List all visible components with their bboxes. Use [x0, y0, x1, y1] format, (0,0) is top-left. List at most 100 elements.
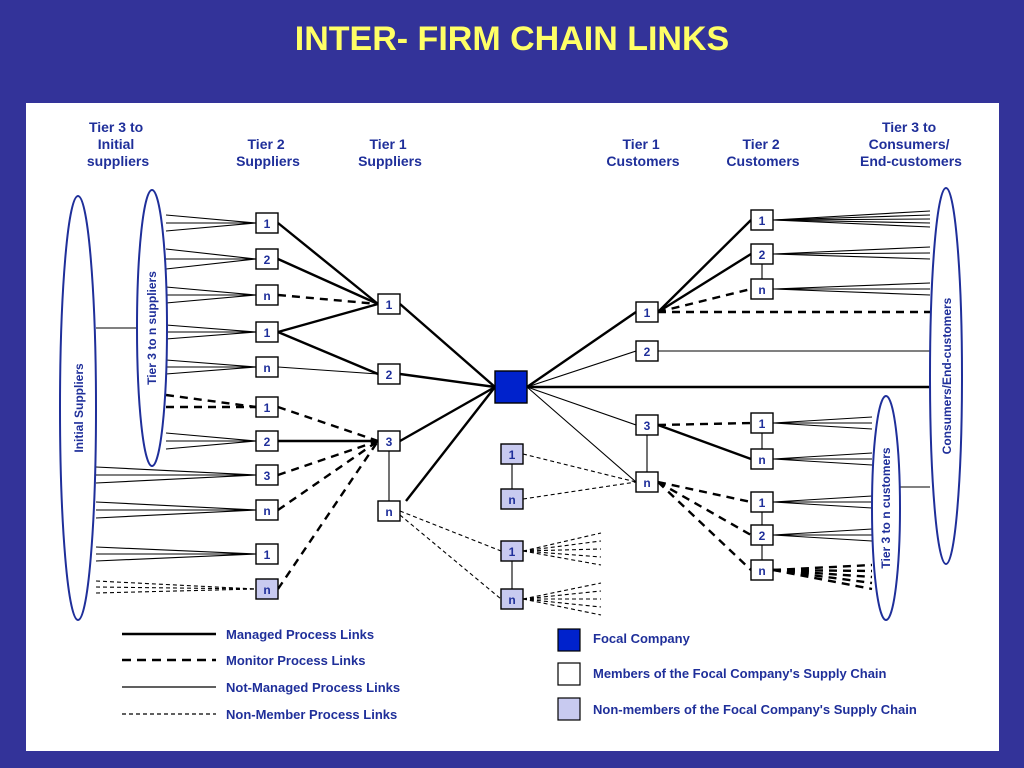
link-line	[95, 501, 257, 511]
tier2-customer-nodes: 1 2 n 1 n 1 2 n	[750, 209, 774, 581]
link-line	[165, 366, 257, 375]
link-line	[526, 386, 637, 426]
link-line	[95, 553, 257, 562]
legend-label-non-member: Non-members of the Focal Company's Suppl…	[593, 702, 917, 717]
link-line	[277, 405, 379, 443]
node-box	[750, 209, 774, 231]
link-line	[165, 258, 257, 270]
node-box	[255, 248, 279, 270]
node-box	[255, 464, 279, 486]
header-tier3-initial-suppliers: Tier 3 to Initial suppliers	[87, 119, 149, 169]
link-line	[772, 528, 873, 536]
legend-label-focal: Focal Company	[593, 631, 691, 646]
node-label: 1	[386, 298, 393, 312]
tier1-supplier-nodes: 1 2 3 n	[377, 293, 401, 522]
legend-label-monitor: Monitor Process Links	[226, 653, 365, 668]
node-label: 1	[759, 496, 766, 510]
link-line	[399, 514, 502, 600]
node-label: 1	[644, 306, 651, 320]
link-line	[399, 303, 496, 388]
link-line	[95, 509, 257, 519]
link-line	[522, 550, 602, 566]
link-line	[277, 440, 379, 511]
node-box	[750, 412, 774, 434]
link-line	[772, 253, 931, 260]
link-line	[522, 598, 602, 616]
header-tier1-customers: Tier 1 Customers	[606, 136, 679, 169]
link-line	[522, 550, 602, 558]
ellipse-label-initial-suppliers: Initial Suppliers	[72, 363, 86, 453]
link-line	[522, 582, 602, 600]
node-label: 2	[264, 435, 271, 449]
link-line	[772, 288, 931, 296]
link-line	[165, 286, 257, 296]
non-member-center-nodes: 1 n 1 n	[500, 443, 524, 610]
link-line	[522, 481, 637, 500]
ellipse-consumers-end-customers	[929, 187, 963, 565]
link-line	[165, 331, 257, 340]
link-line	[165, 432, 257, 442]
node-box	[255, 499, 279, 521]
header-tier2-suppliers: Tier 2 Suppliers	[236, 136, 300, 169]
node-label: n	[263, 583, 270, 597]
node-label: n	[263, 504, 270, 518]
link-line	[522, 590, 602, 600]
link-line	[772, 219, 931, 224]
link-line	[772, 282, 931, 290]
diagram-panel: Tier 3 to Initial suppliers Tier 2 Suppl…	[26, 103, 999, 751]
link-line	[277, 440, 379, 590]
link-line	[772, 458, 873, 466]
link-line	[277, 293, 379, 306]
node-label: 1	[264, 326, 271, 340]
link-line	[399, 385, 496, 443]
node-label: 2	[759, 248, 766, 262]
ellipse-label-tier3-to-n-customers: Tier 3 to n customers	[879, 447, 893, 568]
node-label: 1	[759, 214, 766, 228]
link-line	[95, 474, 257, 484]
link-line	[772, 534, 873, 542]
link-line	[522, 532, 602, 552]
node-label: 2	[386, 368, 393, 382]
tier1-customer-nodes: 1 2 3 n	[635, 301, 659, 493]
link-lines	[95, 210, 931, 616]
legend-label-member: Members of the Focal Company's Supply Ch…	[593, 666, 887, 681]
node-box-non-member	[500, 443, 524, 465]
tier2-supplier-nodes: 1 2 n 1 n 1 2 3 n 1 n	[255, 212, 279, 600]
link-line	[772, 218, 931, 221]
legend: Managed Process Links Monitor Process Li…	[122, 627, 917, 722]
link-line	[526, 386, 637, 483]
link-line	[657, 423, 752, 461]
node-label: n	[643, 476, 650, 490]
link-line	[165, 248, 257, 260]
node-box	[255, 396, 279, 418]
node-label: n	[758, 564, 765, 578]
link-line	[165, 324, 257, 333]
node-label: 1	[264, 217, 271, 231]
node-box	[377, 363, 401, 385]
node-box	[377, 293, 401, 315]
link-line	[399, 372, 496, 389]
link-line	[165, 393, 257, 409]
node-label: n	[263, 361, 270, 375]
link-line	[277, 302, 379, 334]
node-box	[255, 212, 279, 234]
link-line	[522, 540, 602, 552]
legend-box-focal	[557, 628, 581, 652]
node-box	[255, 356, 279, 378]
node-label: 1	[264, 548, 271, 562]
link-line	[657, 287, 752, 314]
header-tier3-consumers: Tier 3 to Consumers/ End-customers	[860, 119, 962, 169]
node-label: 2	[264, 253, 271, 267]
node-box-non-member	[500, 540, 524, 562]
node-box-non-member	[500, 588, 524, 610]
node-label: 2	[759, 529, 766, 543]
header-tier2-customers: Tier 2 Customers	[726, 136, 799, 169]
node-box	[635, 301, 659, 323]
link-line	[522, 598, 602, 608]
node-label: n	[385, 505, 392, 519]
node-box	[750, 559, 774, 581]
ellipse-label-tier3-to-n-suppliers: Tier 3 to n suppliers	[145, 271, 159, 385]
page-title: INTER- FIRM CHAIN LINKS	[294, 20, 730, 58]
link-line	[772, 452, 873, 460]
link-line	[657, 252, 752, 314]
